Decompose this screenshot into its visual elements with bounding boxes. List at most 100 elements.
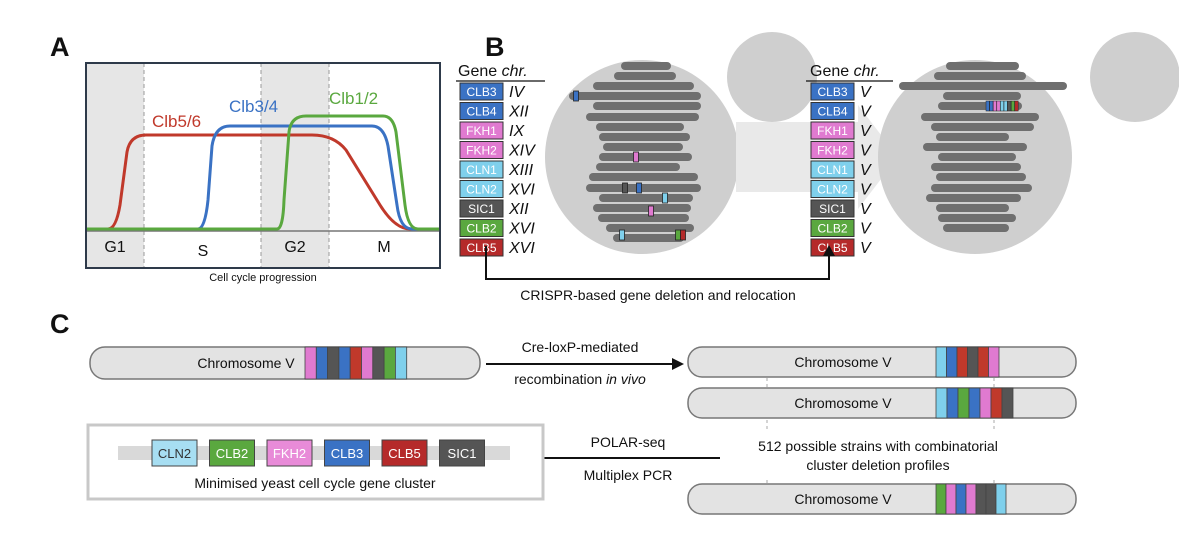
gene-marker (989, 100, 994, 112)
chromosome-number: XVI (508, 182, 535, 199)
gene-marker (636, 182, 642, 194)
yeast-bud (727, 32, 817, 122)
gene-header: Gene chr. (810, 63, 880, 80)
minimised-genes: CLN2 CLB2 FKH2 CLB3 CLB5 SIC1 (151, 439, 485, 467)
yeast-bud (1090, 32, 1179, 122)
strains-label-line1: 512 possible strains with combinatorial (758, 438, 998, 454)
gene-marker (996, 100, 1001, 112)
minimised-gene-box (381, 439, 428, 467)
gene-cluster (935, 346, 1000, 378)
minimised-gene: SIC1 (439, 439, 485, 467)
cluster-gene (975, 483, 987, 515)
g1-shade (86, 63, 144, 268)
panel-a: A Clb5/6 Clb3/4 Clb1/2 G1 S G2 M Cell cy… (50, 32, 441, 284)
chromosome-number: XII (508, 201, 529, 218)
minimised-gene-name: CLB2 (216, 446, 249, 461)
clb5-6-label: Clb5/6 (152, 112, 201, 131)
chromosome-number: IV (509, 84, 525, 101)
cluster-gene (372, 346, 385, 380)
minimised-gene-box (151, 439, 198, 467)
gene-name: CLB2 (817, 222, 847, 236)
gene-marker (1010, 100, 1015, 112)
cluster-gene (945, 483, 957, 515)
cluster-gene (990, 387, 1003, 419)
gene-cluster (935, 483, 1007, 515)
chromosome-number: V (860, 162, 872, 179)
polar-label-line1: POLAR-seq (591, 434, 666, 450)
gene-marker (633, 151, 639, 163)
gene-name: CLN1 (817, 163, 848, 177)
cre-arrowhead (672, 358, 684, 370)
gene-marker (573, 90, 579, 102)
chromosome-number: V (860, 240, 872, 257)
crispr-label: CRISPR-based gene deletion and relocatio… (520, 287, 796, 303)
phase-label-s: S (198, 243, 209, 260)
gene-name: FKH2 (466, 144, 497, 158)
cluster-gene (979, 387, 992, 419)
minimised-gene-name: CLB5 (388, 446, 421, 461)
clb3-4-curve (86, 124, 440, 231)
chromosomes-after (899, 62, 1067, 232)
minimised-gene-name: CLB3 (331, 446, 364, 461)
minimised-gene-name: FKH2 (273, 446, 306, 461)
gene-name: CLN1 (466, 163, 497, 177)
gene-box (810, 102, 855, 120)
gene-marker (1003, 100, 1008, 112)
crispr-arrowhead (823, 245, 835, 256)
gene-box (459, 121, 504, 140)
cluster-gene (349, 346, 362, 380)
cluster-gene (394, 346, 408, 380)
cluster-gene (935, 346, 947, 378)
panel-a-frame (85, 62, 441, 269)
gene-box (810, 160, 855, 179)
gene-name: CLB5 (466, 241, 496, 255)
chromosome-number: XIII (508, 162, 534, 179)
cluster-gene (361, 346, 374, 380)
chromosome-number: V (860, 143, 872, 160)
g2-shade (261, 63, 329, 268)
gene-box (459, 199, 504, 218)
cluster-gene (946, 346, 958, 378)
minimised-gene: CLB2 (209, 439, 255, 467)
phase-label-m: M (377, 239, 390, 256)
gene-box (459, 160, 504, 179)
minimised-gene-box (266, 439, 313, 467)
crispr-arrow-line (485, 246, 830, 280)
gene-header: Gene chr. (458, 63, 528, 80)
gene-marker (992, 100, 997, 112)
clb1-2-curve (86, 114, 440, 231)
cluster-gene (304, 346, 317, 380)
chromosome-label: Chromosome V (794, 491, 892, 507)
x-axis-label: Cell cycle progression (209, 272, 317, 284)
gene-box (459, 141, 504, 159)
gene-box (810, 82, 855, 101)
gene-marker (648, 205, 654, 217)
gene-marker (619, 229, 625, 241)
minimised-gene: CLN2 (151, 439, 198, 467)
chromosome-number: V (860, 84, 872, 101)
gene-name: FKH1 (466, 124, 497, 138)
cluster-gene (327, 346, 340, 380)
gene-row: CLN2 XVI (459, 180, 535, 199)
gene-box (810, 121, 855, 140)
gene-name: CLN2 (466, 183, 497, 197)
gene-marker (1007, 100, 1012, 112)
gene-marker (675, 229, 681, 241)
chromosome-number: V (860, 201, 872, 218)
gene-box (459, 82, 504, 101)
gene-box (459, 238, 504, 257)
cluster-gene (988, 346, 1000, 378)
clb1-2-label: Clb1/2 (329, 89, 378, 108)
